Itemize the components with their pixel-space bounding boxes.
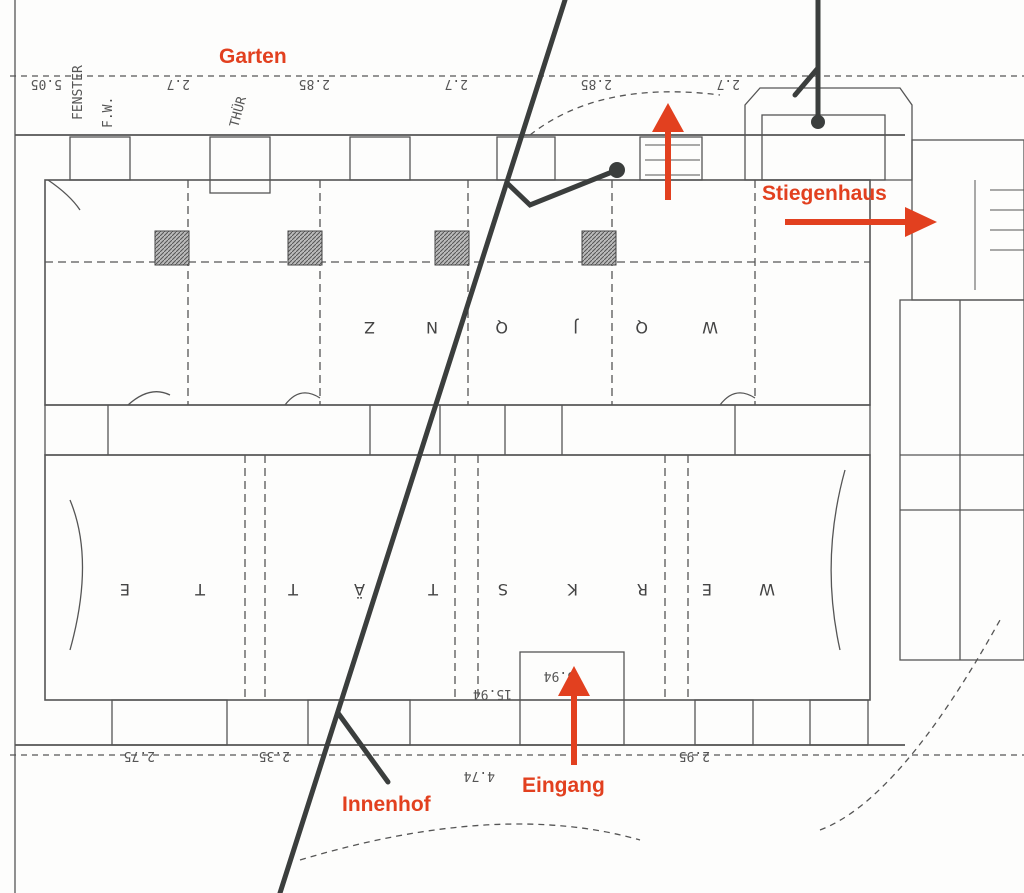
- svg-text:2.35: 2.35: [259, 748, 290, 763]
- section-line: [277, 0, 568, 893]
- stair-landing: [744, 87, 913, 181]
- svg-text:Z: Z: [364, 318, 375, 337]
- svg-text:Ä: Ä: [354, 580, 365, 599]
- label-innenhof: Innenhof: [342, 793, 431, 816]
- side-rooms: [899, 299, 1024, 661]
- note-window-short: F.W.: [101, 97, 116, 128]
- svg-text:W: W: [702, 318, 718, 337]
- svg-text:Q: Q: [495, 318, 508, 337]
- svg-text:T: T: [195, 580, 206, 599]
- overlay-lines: [277, 0, 825, 893]
- svg-text:2.7: 2.7: [717, 76, 740, 91]
- note-door: THÜR: [225, 94, 250, 129]
- svg-text:W: W: [759, 580, 775, 599]
- dimension-labels-bottom: 2.75 2.35 4.74 2.95 5.94 15.94: [124, 668, 710, 783]
- svg-text:T: T: [428, 580, 439, 599]
- svg-text:R: R: [637, 580, 648, 599]
- svg-text:2.85: 2.85: [299, 76, 330, 91]
- vertical-leader-branch: [792, 65, 821, 98]
- label-eingang: Eingang: [522, 774, 605, 797]
- leader-innenhof: [335, 710, 391, 785]
- vertical-leader-dot: [811, 115, 825, 129]
- label-garten: Garten: [219, 45, 287, 68]
- svg-text:E: E: [120, 580, 130, 599]
- svg-text:N: N: [426, 318, 438, 337]
- svg-text:15.94: 15.94: [473, 686, 512, 701]
- lower-room-block: [44, 454, 871, 701]
- svg-text:2.7: 2.7: [167, 76, 190, 91]
- svg-text:2.95: 2.95: [679, 748, 710, 763]
- svg-text:J: J: [573, 318, 579, 337]
- dimension-labels-top: 5.05 2.7 2.85 2.7 2.85 2.7: [31, 76, 740, 91]
- pillars: [154, 230, 617, 266]
- label-stiegenhaus: Stiegenhaus: [762, 182, 887, 205]
- leader-dot: [609, 162, 625, 178]
- svg-text:2.85: 2.85: [581, 76, 612, 91]
- note-window: FENSTER: [71, 65, 86, 120]
- corridor: [44, 404, 871, 456]
- svg-text:K: K: [567, 580, 578, 599]
- upper-room-block: [44, 179, 871, 406]
- svg-text:4.74: 4.74: [464, 768, 495, 783]
- annotation-arrows: [558, 103, 937, 765]
- svg-text:2.7: 2.7: [445, 76, 468, 91]
- svg-text:Q: Q: [635, 318, 648, 337]
- svg-text:5.05: 5.05: [31, 76, 62, 91]
- leader-stiegenhaus: [504, 167, 620, 208]
- room-lettering-lower: W E R K S T Ä T T E: [120, 580, 775, 599]
- svg-text:E: E: [702, 580, 712, 599]
- svg-text:T: T: [288, 580, 299, 599]
- svg-text:2.75: 2.75: [124, 748, 155, 763]
- svg-text:S: S: [498, 580, 508, 599]
- room-lettering-upper: W Q J Q N Z: [364, 318, 718, 337]
- top-windows: [69, 136, 703, 194]
